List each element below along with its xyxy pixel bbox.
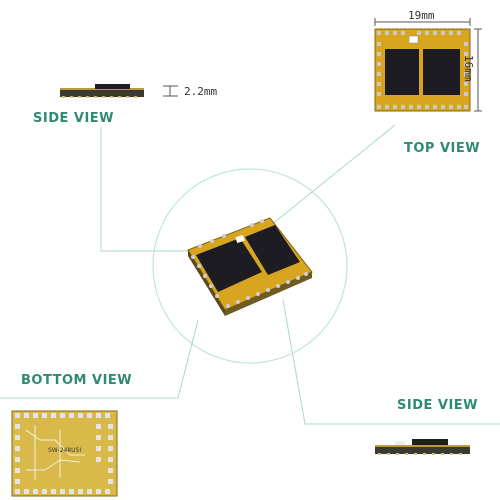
top-view-label: TOP VIEW [404, 141, 481, 156]
leader-bottom-view [0, 319, 199, 399]
leader-top-view [269, 124, 396, 227]
bottom-silkscreen-text: SW-248USI [48, 447, 81, 454]
bottom-view-module: SW-248USI [11, 410, 118, 497]
height-dimension: 16mm [462, 55, 475, 82]
leader-side-view-top [100, 127, 190, 252]
dimension-lines [374, 18, 482, 112]
side-view-top-label: SIDE VIEW [33, 111, 115, 126]
thickness-dimension: 2.2mm [184, 85, 218, 98]
side-view-top-module [60, 84, 144, 98]
width-dimension: 19mm [408, 9, 435, 22]
center-module [187, 217, 313, 316]
leader-lines [0, 124, 500, 425]
bottom-view-label: BOTTOM VIEW [21, 373, 133, 388]
leader-side-view-bottom [282, 299, 500, 425]
thickness-indicator [163, 85, 178, 97]
side-view-bottom-module [375, 439, 470, 455]
side-view-bottom-label: SIDE VIEW [397, 398, 479, 413]
top-view-module [374, 28, 471, 112]
center-circle [152, 168, 348, 364]
